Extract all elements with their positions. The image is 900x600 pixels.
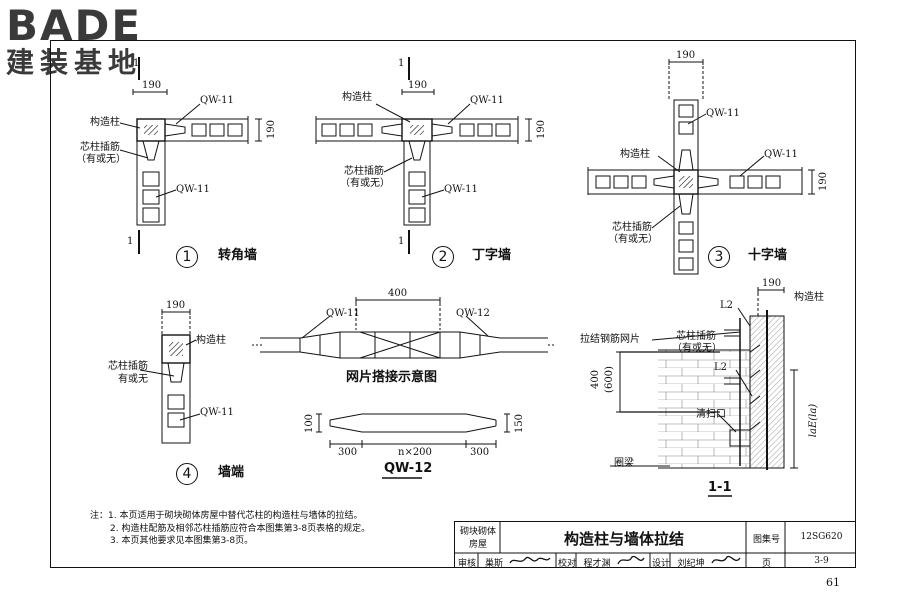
note-2: 2. 构造柱配筋及相邻芯柱插筋应符合本图集第3-8页表格的规定。 — [110, 523, 371, 534]
s11-l2-top: L2 — [720, 300, 734, 311]
d1-section-mark-top: 1 — [133, 58, 140, 69]
tb-review-label: 审核 — [457, 559, 476, 569]
s11-label-column: 构造柱 — [794, 292, 824, 303]
d1-label-core: 芯柱插筋 — [80, 142, 120, 153]
d4-label-column: 构造柱 — [196, 335, 226, 346]
tb-category-1: 砌块砌体 — [459, 527, 496, 537]
tb-title: 构造柱与墙体拉结 — [563, 530, 684, 548]
detail-3-cross-wall — [587, 59, 815, 275]
s11-ring-beam: 圈梁 — [614, 458, 634, 469]
qw12-dim-mid: n×200 — [398, 447, 432, 458]
d2-number-circle: 2 — [432, 246, 454, 268]
d1-dim-190-side: 190 — [266, 119, 278, 140]
d1-qw-top: QW-11 — [200, 95, 234, 106]
section-1-1 — [610, 287, 798, 497]
d1-number-circle: 1 — [176, 246, 198, 268]
d2-section-mark-bottom: 1 — [398, 236, 405, 247]
d1-title: 转角墙 — [218, 248, 258, 263]
qw12-dim-left: 300 — [338, 447, 358, 458]
d3-label-core-sub: （有或无） — [608, 234, 658, 245]
logo-tagline: 建装基地 — [6, 46, 143, 79]
s11-cleanout: 清扫口 — [696, 409, 726, 420]
tb-checker: 程才渊 — [583, 559, 611, 569]
d3-label-column: 构造柱 — [620, 149, 650, 160]
note-3: 3. 本页其他要求见本图集第3-8页。 — [110, 536, 254, 546]
d3-dim-190: 190 — [676, 50, 696, 61]
qw12-title: QW-12 — [384, 461, 433, 476]
d4-dim-190: 190 — [166, 300, 186, 311]
d4-label-core: 芯柱插筋 — [108, 361, 148, 372]
d3-qw-top: QW-11 — [706, 108, 740, 119]
drawing-frame — [50, 40, 856, 568]
tb-reviewer: 巢斯 — [484, 559, 503, 569]
tb-category-2: 房屋 — [468, 540, 487, 550]
mesh-qw-left: QW-11 — [326, 308, 360, 319]
d3-qw-right: QW-11 — [764, 149, 798, 160]
d2-label-core-sub: （有或无） — [340, 178, 390, 189]
d1-label-column: 构造柱 — [90, 117, 120, 128]
d2-qw-top: QW-11 — [470, 95, 504, 106]
s11-title: 1-1 — [708, 480, 732, 495]
s11-label-core-sub: （有或无） — [672, 343, 722, 354]
tb-check-label: 校对 — [557, 559, 576, 569]
s11-label-mesh: 拉结钢筋网片 — [580, 334, 640, 345]
tb-designer: 刘纪坤 — [677, 559, 705, 569]
mesh-dim-400: 400 — [388, 288, 408, 299]
qw12-height-left: 100 — [304, 413, 316, 434]
notes-block: 注：1. 本页适用于砌块砌体房屋中替代芯柱的构造柱与墙体的拉结。 2. 构造柱配… — [90, 510, 370, 548]
d3-dim-190-side: 190 — [818, 171, 830, 192]
d3-title: 十字墙 — [748, 248, 788, 263]
d2-dim-190-side: 190 — [536, 119, 548, 140]
d1-qw-side: QW-11 — [176, 184, 210, 195]
mesh-lap-diagram — [252, 297, 556, 359]
d2-dim-190: 190 — [408, 80, 428, 91]
title-block: 砌块砌体 房屋 构造柱与墙体拉结 图集号 12SG620 审核 巢斯 校对 程才… — [454, 521, 856, 569]
d1-section-mark-bottom: 1 — [127, 236, 134, 247]
s11-height-dim-sub: (600) — [603, 366, 615, 393]
titleblock-grid — [454, 521, 856, 568]
detail-4-wall-end — [139, 309, 201, 444]
page-number: 61 — [826, 576, 840, 589]
d2-section-mark-top: 1 — [398, 58, 405, 69]
d4-qw: QW-11 — [200, 407, 234, 418]
note-1: 注：1. 本页适用于砌块砌体房屋中替代芯柱的构造柱与墙体的拉结。 — [90, 511, 363, 521]
s11-dim-190: 190 — [762, 278, 782, 289]
d2-qw-side: QW-11 — [444, 184, 478, 195]
mesh-qw-right: QW-12 — [456, 308, 490, 319]
detail-1-corner-wall — [119, 57, 262, 254]
mesh-title: 网片搭接示意图 — [346, 370, 438, 385]
tb-page-number: 3-9 — [814, 556, 829, 566]
tb-page-label: 页 — [761, 559, 771, 569]
s11-l2-bottom: L2 — [714, 362, 728, 373]
d2-title: 丁字墙 — [472, 248, 512, 263]
s11-height-dim: 400 — [590, 369, 602, 390]
qw12-diagram — [316, 413, 510, 479]
detail-2-tee-wall — [315, 57, 532, 254]
d3-label-core: 芯柱插筋 — [612, 222, 652, 233]
d2-label-core: 芯柱插筋 — [344, 166, 384, 177]
qw12-dim-right: 300 — [470, 447, 490, 458]
d4-number-circle: 4 — [176, 463, 198, 485]
d1-dim-190: 190 — [142, 80, 162, 91]
d4-title: 墙端 — [218, 465, 245, 480]
tb-design-label: 设计 — [651, 559, 670, 569]
brand-logo: BADE 建装基地 — [6, 4, 142, 78]
s11-label-core: 芯柱插筋 — [676, 331, 716, 342]
tb-atlas-number: 12SG620 — [800, 532, 843, 542]
d3-number-circle: 3 — [708, 246, 730, 268]
tb-atlas-label: 图集号 — [752, 535, 780, 545]
d2-label-column: 构造柱 — [342, 92, 372, 103]
qw12-height-right: 150 — [514, 413, 526, 434]
s11-anchor-length: laE(la) — [808, 403, 820, 438]
d1-label-core-sub: （有或无） — [76, 154, 126, 165]
d4-label-core-sub: 有或无 — [118, 374, 148, 385]
